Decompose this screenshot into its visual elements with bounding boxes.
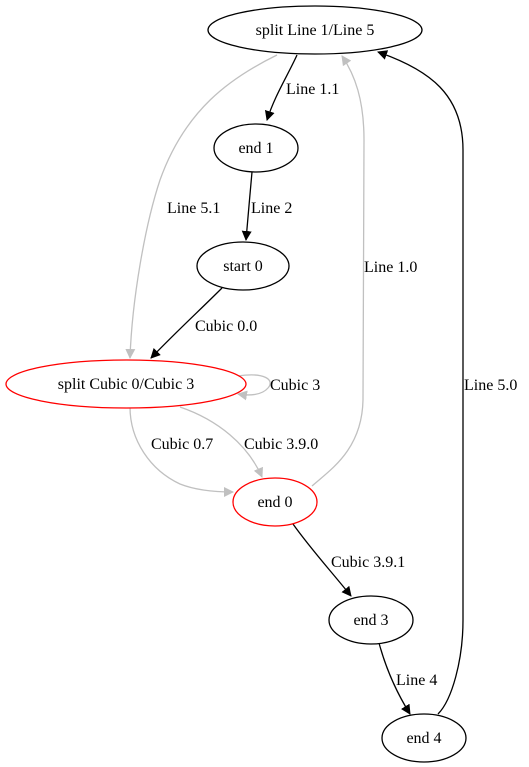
edge-cubic-3-9-1	[292, 523, 352, 597]
edge-cubic-0-7	[129, 406, 234, 497]
edge-label-line-1-1: Line 1.1	[286, 81, 339, 98]
edge-label-cubic-0-7: Cubic 0.7	[151, 436, 213, 453]
edge-cubic-3	[237, 374, 271, 401]
edge-cubic-3-9-0	[179, 406, 263, 478]
edge-line-1-1	[264, 54, 298, 121]
edge-line-1-0	[311, 55, 365, 487]
node-label-end-3: end 3	[353, 612, 388, 629]
node-label-split-line: split Line 1/Line 5	[256, 22, 375, 39]
node-label-end-0: end 0	[257, 494, 292, 511]
edge-label-cubic-3: Cubic 3	[270, 377, 320, 394]
node-end-1: end 1	[213, 123, 299, 173]
node-end-0: end 0	[232, 477, 318, 527]
edge-label-line-2: Line 2	[251, 200, 292, 217]
edge-label-line-1-0: Line 1.0	[364, 259, 417, 276]
edge-label-line-5-0: Line 5.0	[464, 377, 517, 394]
node-start-0: start 0	[196, 241, 290, 291]
edge-cubic-0-0	[150, 287, 223, 359]
edge-line-5-0	[377, 50, 464, 715]
node-label-split-cubic: split Cubic 0/Cubic 3	[58, 376, 194, 393]
node-label-end-4: end 4	[406, 730, 441, 747]
node-end-4: end 4	[381, 713, 467, 763]
node-end-3: end 3	[328, 595, 414, 645]
node-split-cubic: split Cubic 0/Cubic 3	[5, 359, 247, 409]
edge-label-cubic-0-0: Cubic 0.0	[195, 318, 257, 335]
node-split-line: split Line 1/Line 5	[207, 5, 423, 55]
edge-label-line-4: Line 4	[396, 672, 437, 689]
edge-label-cubic-3-9-1: Cubic 3.9.1	[331, 554, 405, 571]
node-label-end-1: end 1	[238, 140, 273, 157]
edge-line-5-1	[125, 54, 278, 359]
edge-label-line-5-1: Line 5.1	[167, 200, 220, 217]
edge-line-2	[241, 171, 253, 241]
edge-line-4	[378, 642, 411, 715]
edge-label-cubic-3-9-0: Cubic 3.9.0	[244, 436, 318, 453]
node-label-start-0: start 0	[223, 258, 263, 275]
